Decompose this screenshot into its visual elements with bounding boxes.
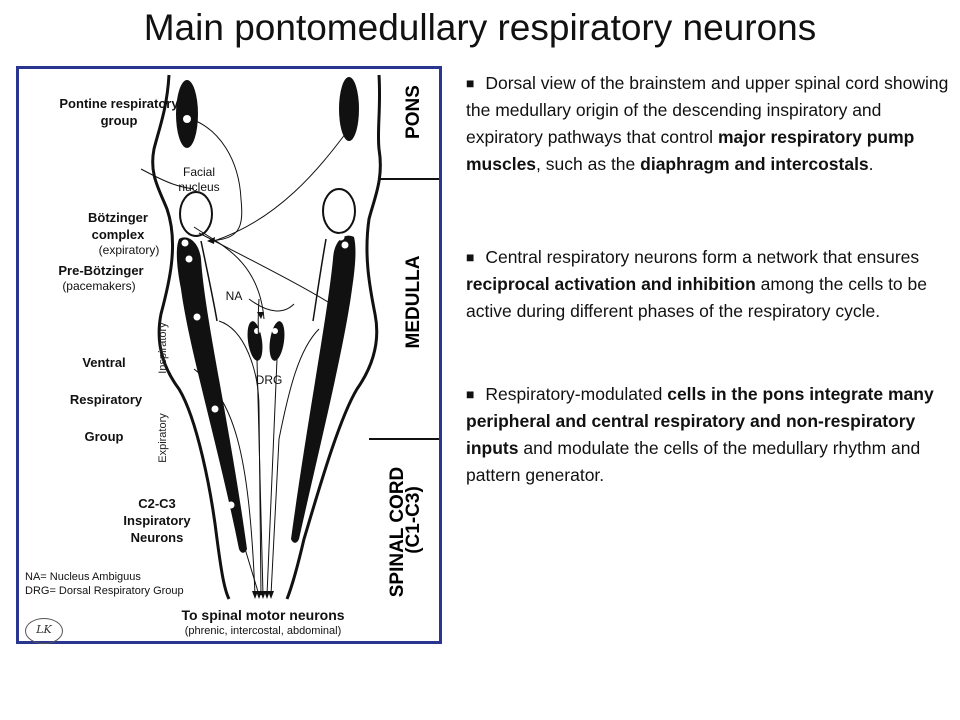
bullet-point: ■ Dorsal view of the brainstem and upper… [466,70,954,178]
botzinger-label: Bötzinger complex [88,210,148,242]
bullet-point: ■ Central respiratory neurons form a net… [466,244,954,325]
pontine-group-right [339,77,359,141]
motor-neurons-label: To spinal motor neurons [181,607,345,623]
brainstem-drawing [140,74,439,600]
botzinger-right [322,188,356,234]
drg-label: DRG [255,373,283,387]
spinal-cord-segment-label: (C1-C3) [403,486,424,554]
motor-neurons-sub-label: (phrenic, intercostal, abdominal) [184,625,342,637]
medulla-region-label: MEDULLA [403,255,424,349]
inspiratory-label: Inspiratory [157,322,169,374]
respiratory-label: Respiratory [69,392,143,407]
brainstem-outline [151,74,382,600]
botzinger-left [179,191,213,237]
bullet-icon: ■ [466,386,475,402]
facial-nucleus-label: Facial nucleus [178,165,220,194]
brainstem-diagram: Pontine respiratory group Facial nucleus… [16,66,442,644]
slide-title: Main pontomedullary respiratory neurons [143,7,817,48]
pontine-group-left [176,80,198,148]
drg-right [269,321,285,361]
prebotzinger-label: Pre-Bötzinger [58,263,144,278]
pontine-group-label: Pontine respiratory group [59,96,179,128]
bullet-icon: ■ [466,75,475,91]
pons-contour [140,168,195,190]
prebotzinger-sub-label: (pacemakers) [62,279,136,293]
drg-left [247,321,263,361]
na-legend: NA= Nucleus Ambiguus [25,571,141,583]
bullet-point: ■ Respiratory-modulated cells in the pon… [466,381,954,489]
pons-region-label: PONS [403,85,424,139]
arrowheads [207,237,337,599]
bullet-points: ■ Dorsal view of the brainstem and upper… [466,70,954,489]
expiratory-label: Expiratory [157,413,169,463]
vrg-column-right [291,235,356,543]
group-label: Group [84,429,124,444]
na-label: NA [225,289,243,303]
pathway-lines [190,118,350,596]
author-logo: LK [25,618,63,644]
drg-legend: DRG= Dorsal Respiratory Group [25,585,184,597]
c2c3-label: C2-C3 Inspiratory Neurons [123,496,191,545]
botzinger-sub-label: (expiratory) [98,243,160,257]
bullet-icon: ■ [466,249,475,265]
ventral-label: Ventral [82,355,126,370]
